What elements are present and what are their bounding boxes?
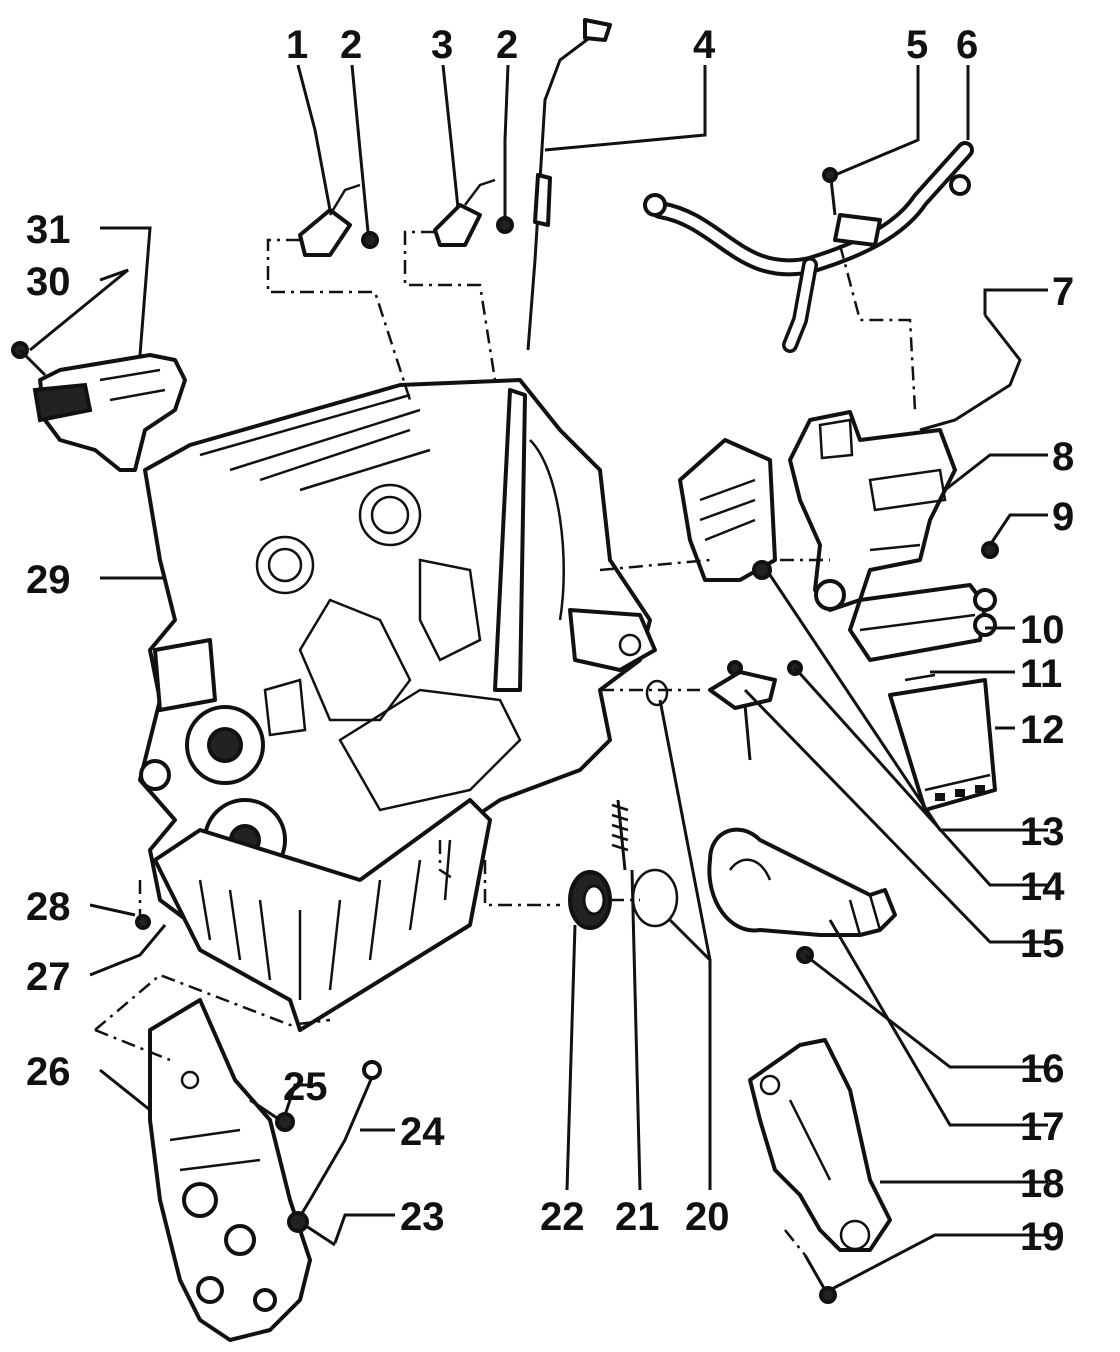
callout-8: 8: [1052, 435, 1074, 479]
bolt-part-19: [803, 1254, 837, 1304]
oring-part-20b: [631, 868, 679, 928]
assembly-lines: [94, 230, 917, 1256]
callout-25: 25: [283, 1065, 328, 1109]
bolt-part-9: [981, 541, 999, 559]
callout-17: 17: [1020, 1105, 1065, 1149]
callout-30: 30: [26, 260, 71, 304]
seal-part-11: [904, 673, 936, 682]
callout-14: 14: [1020, 865, 1065, 909]
callout-28: 28: [26, 885, 71, 929]
leader-lines: [29, 64, 1048, 1292]
coolant-flange-part-17: [707, 827, 897, 964]
sender-part-15: [708, 660, 803, 761]
callout-1: 1: [286, 23, 308, 67]
callout-7: 7: [1052, 270, 1074, 314]
callout-2b: 2: [496, 23, 518, 67]
callout-labels: 1 2 3 2 4 5 6 7 8 9 10 11 12 13 14 15 16…: [26, 23, 1074, 1259]
callout-29: 29: [26, 558, 71, 602]
cover-plate: [678, 438, 777, 582]
callout-9: 9: [1052, 495, 1074, 539]
callout-26: 26: [26, 1050, 71, 1094]
callout-22: 22: [540, 1195, 585, 1239]
dipstick-part-4: [526, 18, 612, 351]
engine-block: [138, 378, 657, 1032]
callout-5: 5: [906, 23, 928, 67]
callout-21: 21: [615, 1195, 660, 1239]
sensor-part-1: [298, 183, 379, 257]
callout-31: 31: [26, 208, 71, 252]
bolt-part-25: [249, 1098, 295, 1132]
callout-27: 27: [26, 955, 71, 999]
filter-housing-part-10: [848, 583, 997, 662]
callout-15: 15: [1020, 922, 1065, 966]
sensor-part-3: [433, 178, 514, 247]
callout-3: 3: [431, 23, 453, 67]
callout-10: 10: [1020, 608, 1065, 652]
callout-16: 16: [1020, 1047, 1065, 1091]
callout-12: 12: [1020, 708, 1065, 752]
callout-24: 24: [400, 1110, 445, 1154]
callout-19: 19: [1020, 1215, 1065, 1259]
callout-11: 11: [1020, 652, 1062, 696]
callout-4: 4: [693, 23, 716, 67]
oil-filter-part-12: [888, 678, 997, 812]
seal-part-22: [568, 870, 612, 930]
bolt-part-21: [611, 799, 629, 871]
coolant-pipe-part-6: [643, 141, 974, 353]
bracket-part-31: [11, 341, 187, 472]
callout-13: 13: [1020, 810, 1065, 854]
callout-6: 6: [956, 23, 978, 67]
bracket-part-18: [748, 1038, 892, 1252]
callout-18: 18: [1020, 1162, 1065, 1206]
bolt-part-23: [287, 1211, 336, 1247]
bracket-part-26: [148, 998, 312, 1342]
bolt-part-5: [822, 167, 838, 216]
housing-part-8: [788, 314, 1022, 612]
oring-part-20: [645, 679, 669, 707]
callout-23: 23: [400, 1195, 445, 1239]
callout-2: 2: [340, 23, 362, 67]
callout-20: 20: [685, 1195, 730, 1239]
